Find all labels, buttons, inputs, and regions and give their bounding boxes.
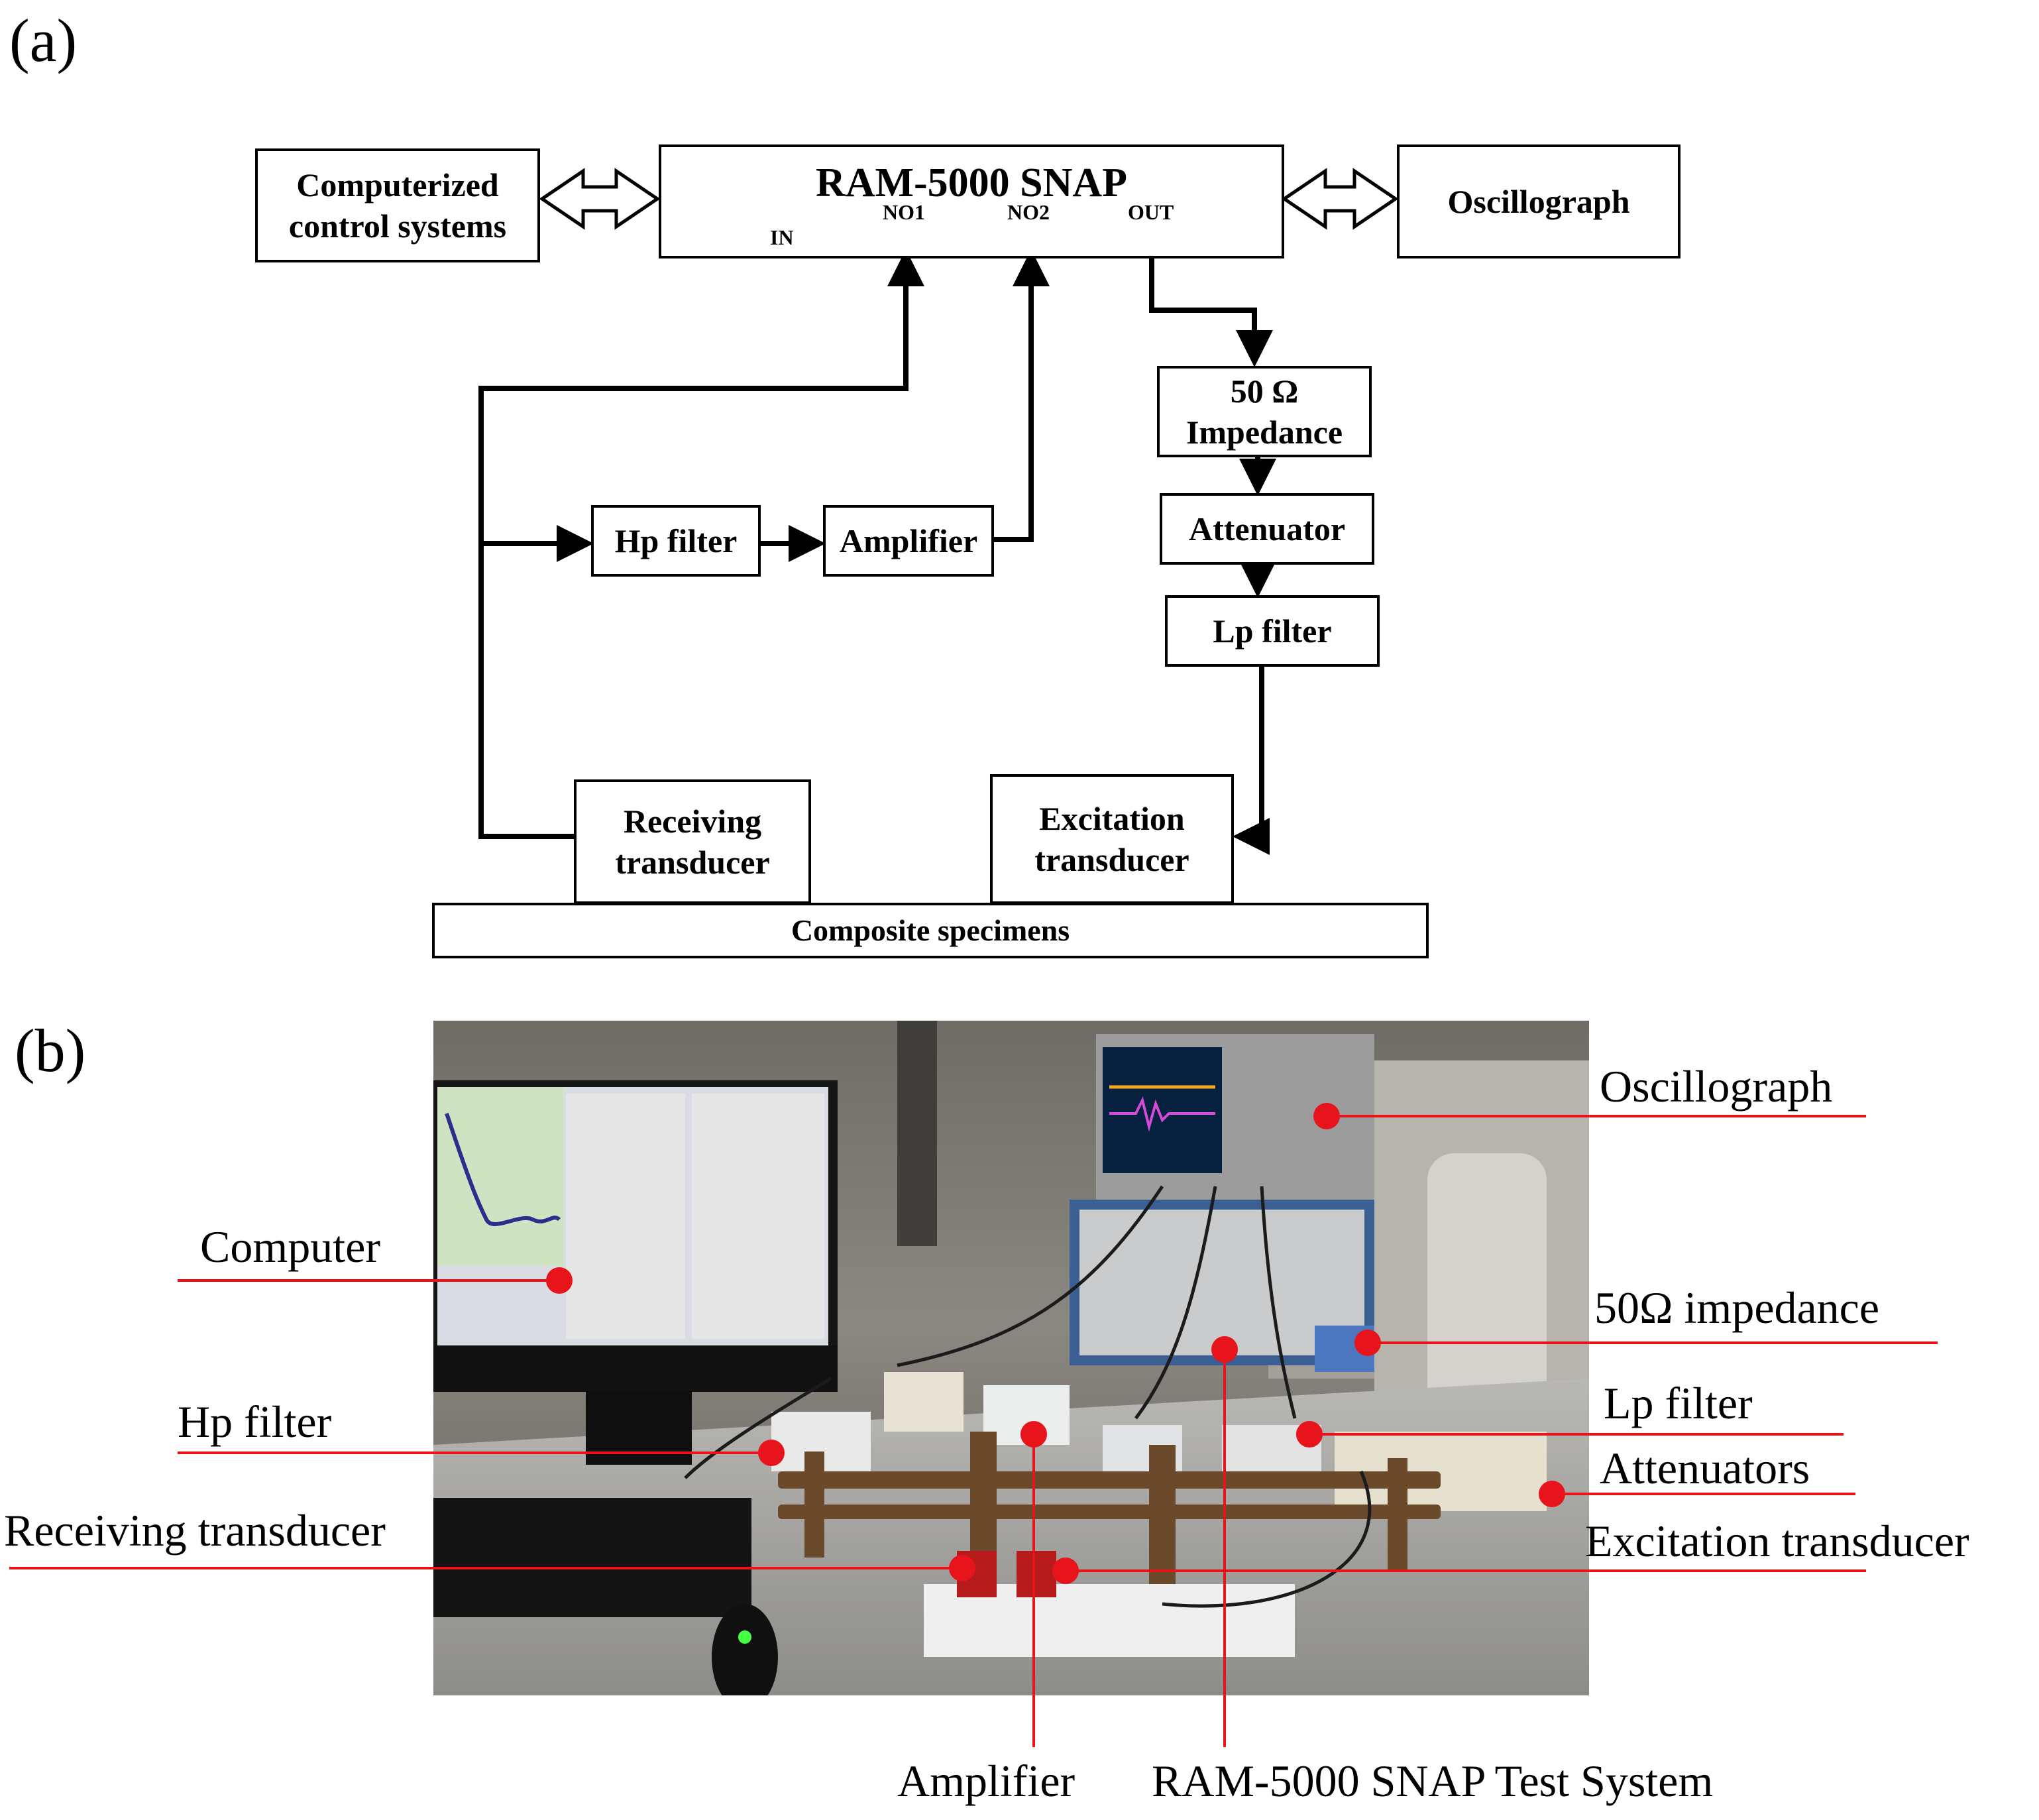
oscilloscope — [1096, 1034, 1374, 1200]
panel-b-label: (b) — [15, 1017, 86, 1084]
monitor — [433, 1080, 838, 1465]
photo-illustration — [433, 1021, 1589, 1695]
double-arrow-computer-ram — [539, 168, 661, 230]
callout-oscillograph: Oscillograph — [1600, 1061, 1833, 1111]
receiving-transducer-box: Receiving transducer — [574, 779, 811, 904]
amplifier-box: Amplifier — [823, 505, 994, 577]
marker-computer — [546, 1267, 573, 1294]
impedance-box: 50 Ω Impedance — [1157, 366, 1372, 457]
callout-computer: Computer — [200, 1222, 380, 1272]
ram-5000-box: RAM-5000 SNAP — [659, 144, 1284, 258]
attenuator-box: Attenuator — [1160, 493, 1374, 565]
port-in-label: IN — [770, 225, 794, 249]
callout-lp-filter: Lp filter — [1604, 1378, 1753, 1428]
marker-hp — [758, 1440, 785, 1466]
wire-amp-to-no2 — [994, 249, 1050, 542]
marker-amplifier — [1020, 1421, 1047, 1448]
callout-hp-filter: Hp filter — [178, 1396, 332, 1447]
callout-receiving: Receiving transducer — [4, 1505, 386, 1556]
double-arrow-ram-osc — [1281, 168, 1399, 230]
hp-filter-box: Hp filter — [591, 505, 761, 577]
lp-filter-box: Lp filter — [1165, 595, 1380, 667]
marker-attenuators — [1539, 1481, 1565, 1507]
wire-lp-to-excitation — [1233, 667, 1270, 855]
callout-ram-system: RAM-5000 SNAP Test System — [1152, 1756, 1714, 1806]
port-out-label: OUT — [1128, 200, 1174, 224]
computerized-control-box: Computerized control systems — [255, 148, 540, 262]
callout-excitation: Excitation transducer — [1585, 1516, 1969, 1566]
keyboard — [433, 1498, 751, 1617]
mouse — [712, 1604, 778, 1695]
marker-impedance — [1354, 1330, 1381, 1356]
panel-a-label: (a) — [9, 7, 78, 74]
oscillograph-box: Oscillograph — [1397, 144, 1681, 258]
marker-excitation — [1052, 1558, 1079, 1584]
ram-title: RAM-5000 SNAP — [815, 160, 1128, 205]
port-no2-label: NO2 — [1007, 200, 1050, 224]
wire-receiver-to-no1 — [478, 249, 924, 839]
excitation-transducer-box: Excitation transducer — [990, 774, 1234, 904]
marker-receiving — [949, 1555, 975, 1581]
composite-specimens-box: Composite specimens — [432, 903, 1429, 958]
marker-ram — [1211, 1336, 1238, 1363]
callout-amplifier: Amplifier — [897, 1756, 1075, 1806]
callout-impedance: 50Ω impedance — [1594, 1282, 1880, 1333]
marker-lp — [1296, 1421, 1323, 1448]
port-no1-label: NO1 — [883, 200, 925, 224]
wire-out-to-impedance — [1149, 252, 1273, 367]
callout-attenuators: Attenuators — [1600, 1443, 1810, 1493]
marker-oscillograph — [1313, 1103, 1340, 1129]
lab-photograph — [433, 1021, 1589, 1695]
